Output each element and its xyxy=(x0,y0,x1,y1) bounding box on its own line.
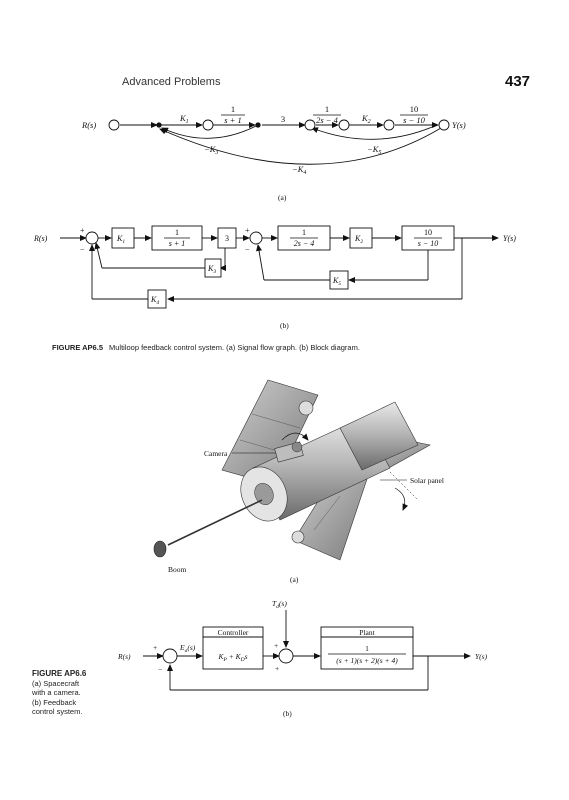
sfg-node-5 xyxy=(338,119,350,131)
signal-flow-labels: R(s) Y(s) K1 1 s + 1 3 1 2s − 4 K2 10 s … xyxy=(81,104,466,176)
fig66-caption-line-1: (a) Spacecraft xyxy=(32,678,80,688)
sfg-k1: K1 xyxy=(179,113,189,125)
block-diagram-66 xyxy=(143,610,471,691)
bd65-tf1-num: 1 xyxy=(175,228,179,237)
sfg-tf3-den: s − 10 xyxy=(403,115,426,125)
sfg-fb4: −K4 xyxy=(292,164,306,176)
bd66-plant-num: 1 xyxy=(365,644,369,653)
sfg-fb3: −K3 xyxy=(204,144,218,156)
sfg-tf2-den: 2s − 4 xyxy=(316,115,339,125)
sfg-input-label: R(s) xyxy=(81,120,96,130)
bd66-error: Ea(s) xyxy=(179,643,196,654)
sfg-tf1-num: 1 xyxy=(231,104,235,114)
bd66-controller-tf: KP + KDs xyxy=(217,652,247,663)
fig66-sub-a: (a) xyxy=(290,575,299,584)
bd65-k4: K4 xyxy=(150,295,159,306)
bd65-minus1: − xyxy=(80,245,85,254)
fig65-caption-text: Multiloop feedback control system. (a) S… xyxy=(108,343,360,352)
bd65-tf2-num: 1 xyxy=(302,228,306,237)
fig66-caption-line-3: (b) Feedback xyxy=(32,697,77,707)
fig65-sub-a: (a) xyxy=(278,193,287,202)
block-diagram-65-labels: R(s) Y(s) + − + − K1 1 s + 1 3 1 2s − 4 … xyxy=(33,226,516,306)
bd65-input: R(s) xyxy=(33,234,48,243)
sfg-gain3: 3 xyxy=(281,114,285,124)
bd66-plus3: + xyxy=(275,664,279,673)
bd66-controller-title: Controller xyxy=(218,628,249,637)
spacecraft-labels: Camera Solar panel Boom xyxy=(168,449,444,574)
signal-flow-graph xyxy=(120,122,442,165)
sfg-node-input xyxy=(108,119,120,131)
sfg-tf2-num: 1 xyxy=(325,104,329,114)
camera-label: Camera xyxy=(204,449,228,458)
bd65-plus1: + xyxy=(80,226,85,235)
bd65-output: Y(s) xyxy=(503,234,516,243)
bd66-output: Y(s) xyxy=(475,652,488,661)
bd66-plant-title: Plant xyxy=(359,628,375,637)
block-diagram-65 xyxy=(60,225,499,309)
sfg-output-label: Y(s) xyxy=(452,120,466,130)
bd65-minus2: − xyxy=(245,245,250,254)
block-diagram-66-labels: R(s) Y(s) + − + + Ea(s) Td(s) Controller… xyxy=(117,599,488,674)
sfg-k2: K2 xyxy=(361,113,371,125)
boom-label: Boom xyxy=(168,565,187,574)
bd65-tf3-den: s − 10 xyxy=(418,239,439,248)
bd65-gain3: 3 xyxy=(225,234,229,243)
bd65-tf2-den: 2s − 4 xyxy=(294,239,315,248)
page-number: 437 xyxy=(505,73,531,90)
bd65-k2: K2 xyxy=(354,234,363,245)
fig65-caption-label: FIGURE AP6.5 xyxy=(52,343,103,352)
sfg-node-1 xyxy=(156,122,162,128)
fig66-sub-b: (b) xyxy=(283,709,292,718)
running-header-title: Advanced Problems xyxy=(122,76,221,88)
bd66-input: R(s) xyxy=(117,652,131,661)
sfg-node-3 xyxy=(255,122,261,128)
sfg-node-output xyxy=(438,119,450,131)
solar-panel-label: Solar panel xyxy=(410,476,444,485)
spacecraft-illustration xyxy=(153,379,431,561)
fig65-caption: FIGURE AP6.5 Multiloop feedback control s… xyxy=(52,343,360,352)
sfg-tf1-den: s + 1 xyxy=(224,115,242,125)
signal-flow-nodes xyxy=(108,119,450,131)
fig66-caption-label: FIGURE AP6.6 xyxy=(32,669,87,678)
fig65-sub-b: (b) xyxy=(280,321,289,330)
sfg-node-6 xyxy=(383,119,395,131)
sfg-node-4 xyxy=(304,119,316,131)
bd65-k3: K3 xyxy=(207,264,216,275)
bd65-tf1-den: s + 1 xyxy=(169,239,186,248)
bd66-plus2: + xyxy=(274,641,278,650)
sfg-tf3-num: 10 xyxy=(410,104,419,114)
fig66-caption-line-4: control system. xyxy=(32,707,83,716)
bd65-k5: K5 xyxy=(332,276,341,287)
bd65-tf3-num: 10 xyxy=(424,228,432,237)
fig66-caption: FIGURE AP6.6 (a) Spacecraft with a camer… xyxy=(32,669,112,717)
fig66-caption-line-2: with a camera. xyxy=(32,688,81,697)
bd66-plus1: + xyxy=(153,643,157,652)
bd66-minus: − xyxy=(158,665,162,674)
sfg-node-2 xyxy=(202,119,214,131)
bd66-plant-den: (s + 1)(s + 2)(s + 4) xyxy=(336,656,398,665)
sfg-fb5: −K5 xyxy=(367,144,381,156)
bd65-plus2: + xyxy=(245,226,250,235)
bd65-k1: K1 xyxy=(116,234,125,245)
bd66-disturbance: Td(s) xyxy=(272,599,287,610)
